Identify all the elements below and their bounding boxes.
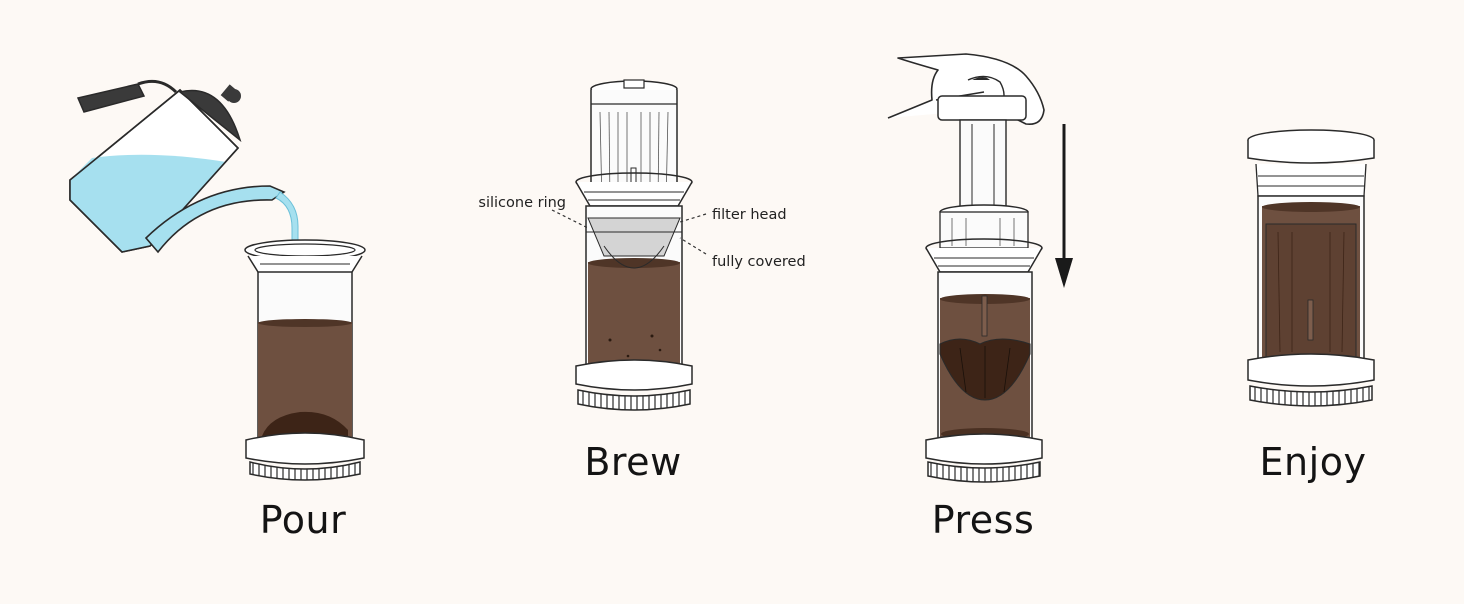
brew-illustration — [551, 79, 707, 411]
step-label-pour: Pour — [259, 498, 347, 542]
step-label-enjoy: Enjoy — [1259, 440, 1367, 484]
brewer-chamber-enjoy — [1247, 195, 1375, 407]
brewer-chamber-brew — [575, 172, 693, 411]
brewer-chamber-press — [925, 211, 1043, 483]
step-label-brew: Brew — [584, 440, 682, 484]
kettle-icon — [69, 79, 309, 321]
brewer-chamber-pour — [244, 239, 366, 481]
storage-cap — [1247, 129, 1375, 197]
step-label-press: Press — [931, 498, 1035, 542]
press-down-arrow-icon — [1055, 124, 1073, 288]
callout-filter-head: filter head — [712, 207, 787, 223]
callout-leaders — [551, 209, 707, 255]
callout-fully-covered: fully covered — [712, 254, 806, 270]
pour-illustration — [69, 79, 366, 481]
press-illustration — [887, 53, 1073, 483]
plunger-pressing — [937, 95, 1029, 221]
callout-silicone-ring: silicone ring — [478, 195, 566, 211]
enjoy-illustration — [1247, 129, 1375, 407]
